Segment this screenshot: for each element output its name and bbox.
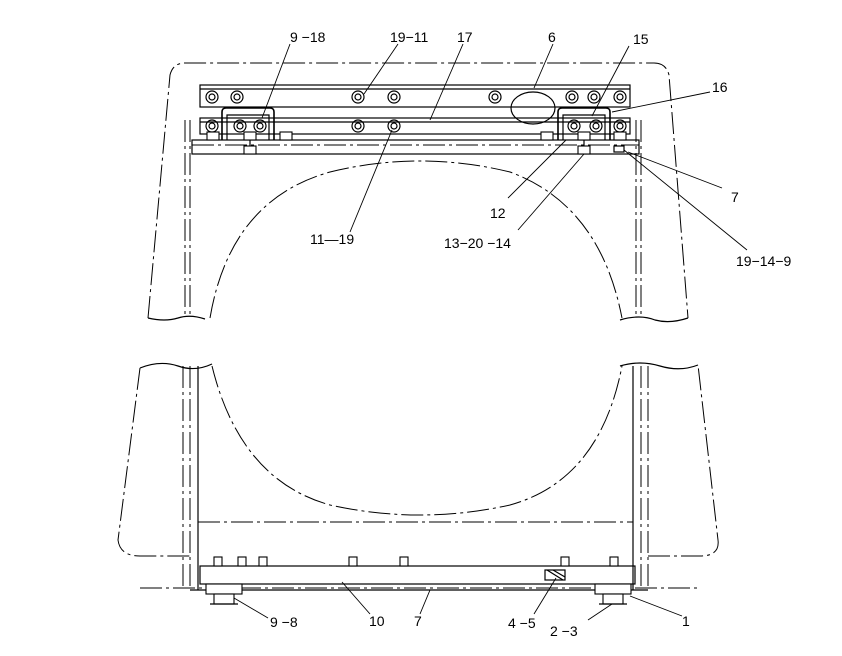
block-hatch	[546, 569, 566, 581]
label-2-3: 2 −3	[550, 623, 578, 639]
lower-right-clamp	[594, 583, 632, 605]
lower-housing-outline	[117, 364, 719, 557]
left-clamp	[206, 107, 293, 155]
rail-7-upper	[191, 139, 640, 155]
label-12: 12	[490, 205, 506, 221]
base-bolts	[213, 556, 619, 567]
leader-lines	[233, 43, 748, 621]
label-7-top: 7	[731, 189, 739, 205]
part-labels: 9 −18 19−11 17 6 15 16 7 12 13−20 −14 19…	[270, 29, 791, 639]
lower-view	[117, 362, 719, 605]
upper-arc	[209, 160, 623, 319]
lower-arc	[211, 365, 623, 516]
right-clamp	[540, 107, 627, 155]
upper-view	[147, 62, 689, 323]
label-13-20-14: 13−20 −14	[444, 235, 511, 251]
label-16: 16	[712, 79, 728, 95]
upper-break-line	[147, 315, 689, 323]
base-plate-10	[199, 565, 636, 585]
lower-break-line	[139, 362, 699, 370]
label-4-5: 4 −5	[508, 615, 536, 631]
label-17: 17	[457, 29, 473, 45]
plate-17	[199, 117, 631, 135]
label-15: 15	[633, 31, 649, 47]
label-19-14-9: 19−14−9	[736, 253, 791, 269]
label-9-8: 9 −8	[270, 614, 298, 630]
oval-cutout	[510, 91, 556, 125]
label-1: 1	[682, 613, 690, 629]
label-7-bottom: 7	[414, 613, 422, 629]
lower-left-clamp	[205, 583, 243, 605]
label-9-18: 9 −18	[290, 29, 326, 45]
plate-6	[199, 84, 631, 108]
plate-17-holes	[205, 119, 627, 133]
label-10: 10	[369, 613, 385, 629]
label-11-19: 11—19	[310, 231, 354, 247]
upper-housing-outline	[147, 62, 689, 319]
label-19-11: 19−11	[390, 29, 428, 45]
plate-6-holes	[205, 90, 627, 104]
label-6: 6	[548, 29, 556, 45]
